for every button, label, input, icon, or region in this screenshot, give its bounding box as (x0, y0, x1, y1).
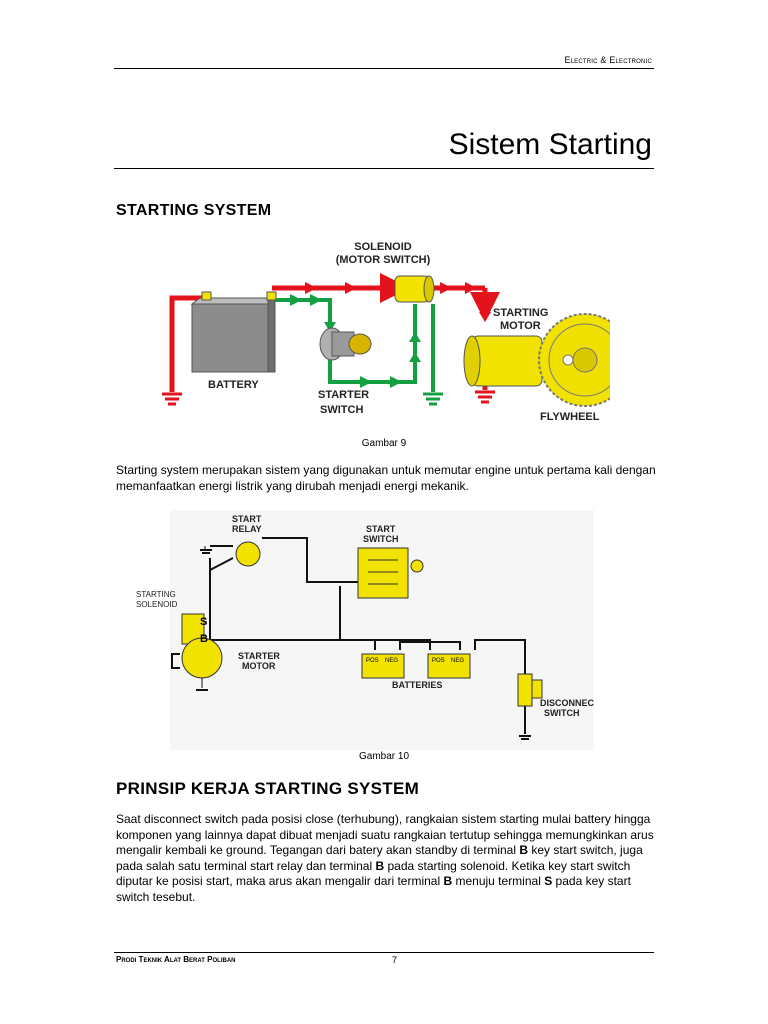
label-start-switch-2: SWITCH (363, 534, 399, 544)
section-heading-starting-system: STARTING SYSTEM (116, 202, 272, 219)
disconnect-switch-shape (517, 673, 543, 740)
page-number: 7 (392, 955, 398, 965)
label-disconnect: DISCONNECT (540, 698, 594, 708)
label-terminal-b: B (200, 633, 208, 645)
label-starter: STARTER (238, 651, 280, 661)
page-title: Sistem Starting (448, 128, 652, 161)
starter-switch-shape (319, 327, 372, 361)
ground-symbols (162, 390, 495, 406)
title-rule (114, 168, 654, 169)
red-arrows (305, 282, 491, 322)
label-start-relay-2: RELAY (232, 524, 262, 534)
figure-wiring-diagram: START RELAY START SWITCH STARTER MOTOR B… (136, 510, 594, 750)
label-flywheel: FLYWHEEL (540, 411, 600, 423)
label-neg-2: NEG (451, 658, 464, 664)
wiring-lines (171, 537, 526, 734)
label-battery: BATTERY (208, 379, 259, 391)
paragraph-text-4: menuju terminal (452, 874, 545, 888)
flywheel-shape (538, 313, 610, 407)
paragraph-text-3: pada starting solenoid. Ketika key start… (116, 858, 631, 889)
batteries-shape (361, 653, 471, 679)
label-batteries: BATTERIES (392, 680, 442, 690)
term-b-3: B (443, 874, 453, 888)
term-b-1: B (519, 843, 529, 857)
paragraph-prinsip-kerja: Saat disconnect switch pada posisi close… (116, 812, 656, 905)
starting-solenoid-shape (181, 613, 223, 691)
figure-starting-system: SOLENOID (MOTOR SWITCH) STARTING MOTOR B… (162, 241, 610, 423)
solenoid-shape (394, 275, 435, 303)
paragraph-text-1: Saat disconnect switch pada posisi close… (116, 812, 654, 857)
label-disconnect-switch: SWITCH (544, 708, 580, 718)
term-b-2: B (375, 858, 385, 873)
label-pos-1: POS (366, 658, 379, 664)
header-label: Electric & Electronic (564, 55, 652, 65)
header-rule (114, 68, 654, 69)
section-heading-prinsip-kerja: PRINSIP KERJA STARTING SYSTEM (116, 779, 420, 798)
label-starter: STARTER (318, 389, 369, 401)
label-pos-2: POS (432, 658, 445, 664)
paragraph-starting-system: Starting system merupakan sistem yang di… (116, 463, 656, 493)
label-starting-solenoid-2: SOLENOID (136, 600, 178, 609)
footer-rule (114, 952, 654, 953)
paragraph-text-5: pada key start switch tesebut. (116, 874, 631, 904)
label-starting: STARTING (493, 307, 548, 319)
label-neg-1: NEG (385, 658, 398, 664)
label-starting-solenoid-1: STARTING (136, 590, 176, 599)
label-motor: MOTOR (500, 320, 541, 332)
paragraph-text-2: key start switch, juga pada salah satu t… (116, 843, 643, 873)
green-arrows (290, 294, 421, 388)
label-motor: MOTOR (242, 661, 276, 671)
label-motor-switch: (MOTOR SWITCH) (336, 254, 431, 266)
start-relay-shape (200, 541, 261, 567)
battery-shape (190, 291, 277, 373)
term-s: S (544, 874, 553, 888)
caption-gambar-10: Gambar 10 (358, 751, 410, 762)
label-start-relay-1: START (232, 514, 262, 524)
label-solenoid: SOLENOID (354, 241, 412, 253)
label-switch: SWITCH (320, 404, 363, 416)
footer-institution: Prodi Teknik Alat Berat Poliban (116, 955, 236, 964)
label-start-switch-1: START (366, 524, 396, 534)
caption-gambar-9: Gambar 9 (361, 438, 407, 449)
start-switch-shape (357, 547, 424, 599)
label-terminal-s: S (200, 616, 207, 628)
